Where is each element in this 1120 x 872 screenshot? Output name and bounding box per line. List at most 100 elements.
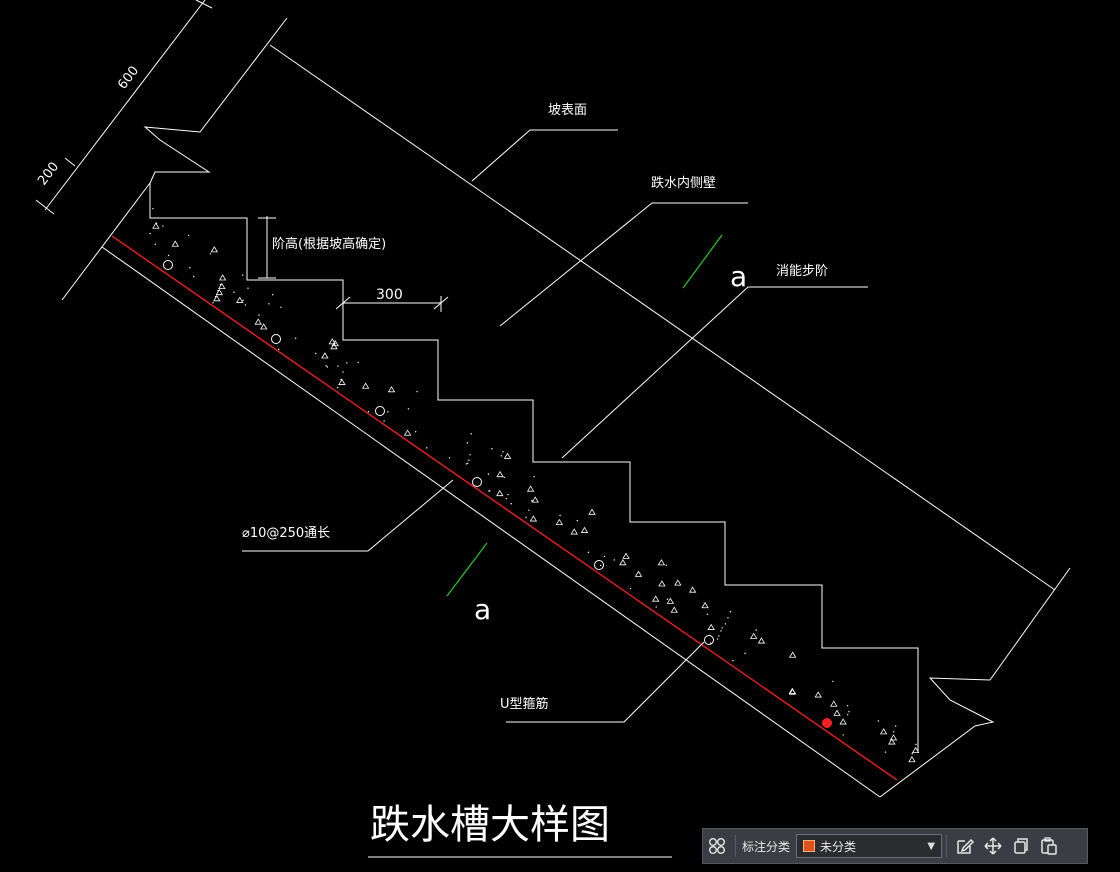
hatch-dot <box>342 371 344 373</box>
hatch-dot <box>505 497 508 500</box>
hatch-dot <box>466 462 469 464</box>
hatch-dot <box>154 243 157 245</box>
hatch-mark <box>338 378 346 385</box>
hatch-dot <box>721 627 723 629</box>
hatch-mark <box>839 718 847 725</box>
hatch-mark <box>833 709 841 716</box>
tread-dimension: 300 <box>335 287 449 312</box>
hatch-mark <box>503 452 512 459</box>
hatch-dot <box>915 743 917 746</box>
hatch-mark <box>588 508 596 515</box>
hatch-dot <box>294 337 297 339</box>
leader-slope-surface <box>471 129 618 182</box>
hatch-mark <box>814 691 822 698</box>
hatch-dot <box>744 652 746 655</box>
hatch-dot <box>149 232 151 235</box>
hatch-mark <box>707 623 715 630</box>
hatch-dot <box>357 361 359 364</box>
hatch-mark <box>555 518 564 525</box>
hatch-dot <box>414 430 417 433</box>
hatch-dot <box>732 659 734 662</box>
rebar-circles <box>163 260 832 728</box>
hatch-dot <box>466 442 469 444</box>
label-slope-surface: 坡表面 <box>548 103 587 118</box>
hatch-dot <box>576 519 578 522</box>
hatch-mark <box>387 386 396 393</box>
hatch-dot <box>832 680 834 683</box>
hatch-dot <box>525 516 527 519</box>
hatch-dot <box>340 378 342 381</box>
hatch-mark <box>651 595 660 602</box>
hatch-dot <box>242 299 244 302</box>
category-select-value: 未分类 <box>820 839 857 854</box>
hatch-dot <box>510 503 512 505</box>
hatch-dot <box>533 475 535 478</box>
right-break-line <box>879 567 1071 798</box>
hatch-mark <box>213 295 221 302</box>
hatch-mark <box>888 738 896 745</box>
hatch-mark <box>674 579 682 586</box>
hatch-dot <box>846 714 849 716</box>
grid-icon[interactable] <box>703 832 731 860</box>
rebar-circle-selected <box>822 718 832 728</box>
hatch-mark <box>688 586 697 593</box>
hatch-mark <box>701 601 709 609</box>
hatch-mark <box>236 296 244 303</box>
hatch-dot <box>209 253 212 255</box>
hatch-mark <box>749 632 758 639</box>
hatch-dot <box>383 420 385 422</box>
hatch-dot <box>244 304 247 306</box>
toolbar-divider <box>946 835 948 857</box>
hatch-dot <box>152 207 154 210</box>
hatch-dot <box>217 289 219 292</box>
step-height-dimension: 阶高(根据坡高确定) <box>258 216 386 279</box>
move-icon[interactable] <box>979 832 1007 860</box>
hatch-dot <box>336 386 339 389</box>
hatch-dot <box>666 598 669 600</box>
hatch-dot <box>724 623 727 625</box>
hatch-dot <box>465 463 468 465</box>
rebar-circle <box>472 477 482 487</box>
hatch-mark <box>331 339 339 347</box>
edit-icon[interactable] <box>951 832 979 860</box>
hatch-dot <box>709 642 712 644</box>
top-break-line <box>143 17 288 184</box>
hatch-dot <box>716 638 719 640</box>
hatch-dot <box>167 254 170 257</box>
hatch-dot <box>416 390 418 393</box>
hatch-dot <box>214 296 217 298</box>
hatch-mark <box>218 282 226 290</box>
hatch-mark <box>908 755 916 763</box>
hatch-mark <box>496 489 504 497</box>
leader-rebar <box>242 479 454 552</box>
hatch-dot <box>528 509 530 511</box>
hatch-dot <box>491 448 493 450</box>
step-height-label: 阶高(根据坡高确定) <box>272 236 386 252</box>
hatch-dot <box>233 291 235 293</box>
hatch-mark <box>830 700 838 707</box>
hatch-dot <box>326 366 329 368</box>
hatch-dot <box>219 283 222 286</box>
hatch-dot <box>346 362 348 364</box>
hatch-mark <box>361 382 370 389</box>
bottom-slab-line <box>101 246 881 798</box>
hatch-dot <box>531 500 534 502</box>
hatch-mark <box>879 728 888 735</box>
hatch-mark <box>657 559 666 566</box>
annotation-category-label: 标注分类 <box>742 839 791 854</box>
hatch-dot <box>665 564 668 566</box>
annotation-category-select[interactable]: 未分类 ▼ <box>796 834 943 858</box>
section-mark-lower: a <box>474 593 491 626</box>
hatch-dot <box>325 365 327 367</box>
stair-profile <box>149 183 919 752</box>
hatch-dot <box>189 266 191 269</box>
hatch-dot <box>613 559 615 561</box>
hatch-mark <box>526 485 535 492</box>
hatch-dot <box>706 613 709 615</box>
paste-icon[interactable] <box>1035 832 1063 860</box>
hatch-dot <box>448 457 451 459</box>
hatch-dot <box>603 555 606 558</box>
drawing-title: 跌水槽大样图 <box>370 802 610 848</box>
copy-icon[interactable] <box>1007 832 1035 860</box>
